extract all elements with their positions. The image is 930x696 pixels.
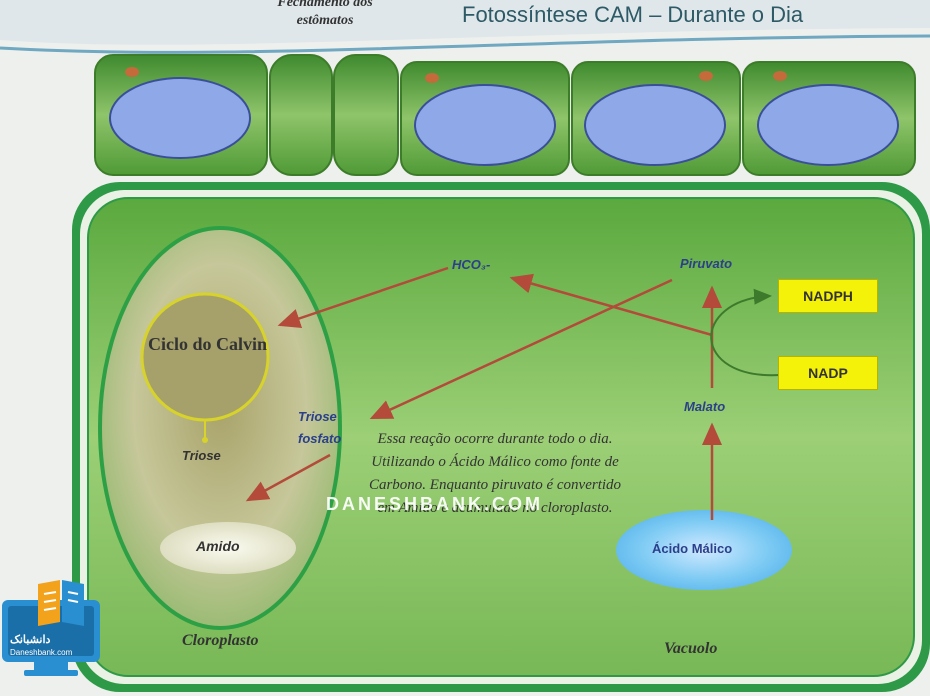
nadp-nadph-curve [710, 288, 781, 377]
triose-fosfato-label: Triose fosfato [298, 409, 342, 446]
reaction-arrows [245, 266, 722, 520]
nadp-box: NADP [778, 356, 878, 390]
hco3-label: HCO₃- [452, 257, 491, 272]
vacuolo-label: Vacuolo [664, 640, 718, 657]
epidermal-cells [94, 54, 916, 176]
cloroplasto-label: Cloroplasto [182, 632, 259, 649]
acido-malico-label: Ácido Málico [652, 541, 733, 556]
watermark: DANESHBANK.COM [326, 494, 543, 514]
nadph-box: NADPH [778, 279, 878, 313]
triose-label: Triose [182, 448, 221, 463]
calvin-cycle-label: Ciclo do Calvin [147, 334, 267, 354]
logo-text: دانشبانک [10, 634, 51, 646]
logo-subtext: Daneshbank.com [10, 648, 73, 657]
slide-title: Fotossíntese CAM – Durante o Dia [462, 2, 804, 27]
amido-label: Amido [196, 538, 240, 554]
starch-granule [160, 522, 296, 574]
vacuole [616, 510, 792, 590]
malato-label: Malato [684, 399, 726, 414]
piruvato-label: Piruvato [680, 256, 733, 271]
reaction-note: Essa reação ocorre durante todo o dia. U… [368, 431, 622, 516]
daneshbank-logo [2, 580, 100, 676]
stomata-closing-label: Fechamento dos estômatos [277, 0, 373, 28]
